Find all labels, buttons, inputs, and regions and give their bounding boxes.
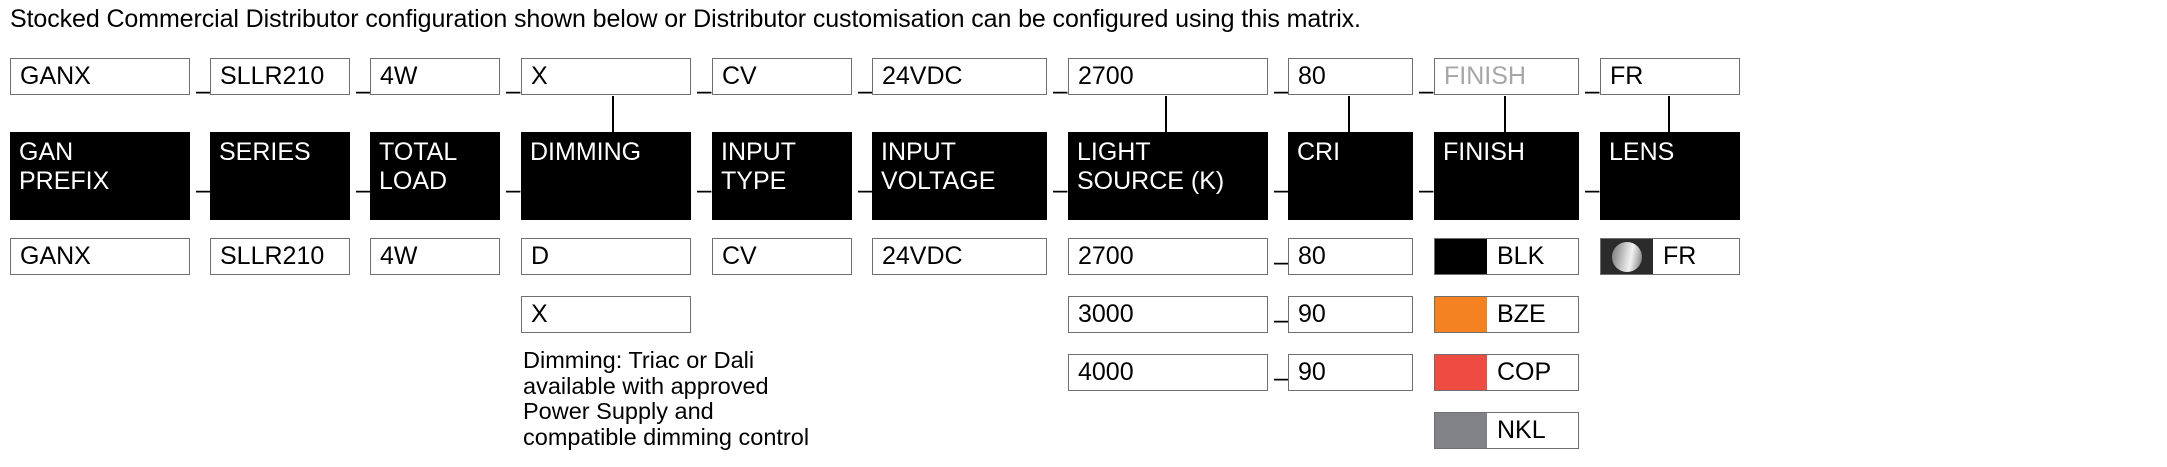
option-lens-fr[interactable]: FR (1600, 238, 1740, 275)
code-dash-3: – (697, 75, 712, 105)
code-field-series[interactable]: SLLR210 (210, 58, 350, 95)
connector-stem-light-source (1165, 96, 1168, 132)
code-field-total-load[interactable]: 4W (370, 58, 500, 95)
frosted-sphere-icon (1601, 239, 1653, 274)
header-gan-prefix: GAN PREFIX (10, 132, 190, 220)
code-dash-8: – (1585, 75, 1600, 105)
header-light-source: LIGHT SOURCE (K) (1068, 132, 1268, 220)
option-total-load-4w[interactable]: 4W (370, 238, 500, 275)
finish-swatch-bze-icon (1435, 297, 1487, 332)
header-dash-7: – (1419, 174, 1434, 204)
option-cri-90-a[interactable]: 90 (1288, 296, 1413, 333)
option-finish-nkl-label: NKL (1497, 416, 1546, 444)
option-finish-nkl[interactable]: NKL (1434, 412, 1579, 449)
code-field-dimming[interactable]: X (521, 58, 691, 95)
header-input-voltage: INPUT VOLTAGE (872, 132, 1047, 220)
header-lens: LENS (1600, 132, 1740, 220)
header-finish: FINISH (1434, 132, 1579, 220)
code-dash-1: – (356, 75, 371, 105)
header-dash-3: – (697, 174, 712, 204)
code-field-finish[interactable]: FINISH (1434, 58, 1579, 95)
connector-stem-lens (1668, 96, 1671, 132)
header-dash-2: – (506, 174, 521, 204)
code-dash-7: – (1419, 75, 1434, 105)
header-dash-6: – (1274, 174, 1289, 204)
option-dash-0: – (1274, 246, 1289, 276)
option-finish-blk[interactable]: BLK (1434, 238, 1579, 275)
code-dash-6: – (1274, 75, 1289, 105)
code-field-input-type[interactable]: CV (712, 58, 852, 95)
option-cri-90-b[interactable]: 90 (1288, 354, 1413, 391)
header-dash-4: – (858, 174, 873, 204)
code-dash-2: – (506, 75, 521, 105)
header-input-type: INPUT TYPE (712, 132, 852, 220)
code-field-cri[interactable]: 80 (1288, 58, 1413, 95)
option-input-type-cv[interactable]: CV (712, 238, 852, 275)
option-cri-80[interactable]: 80 (1288, 238, 1413, 275)
code-field-input-voltage[interactable]: 24VDC (872, 58, 1047, 95)
header-dimming: DIMMING (521, 132, 691, 220)
header-dash-5: – (1053, 174, 1068, 204)
code-field-light-source[interactable]: 2700 (1068, 58, 1268, 95)
connector-stem-dimming (612, 96, 615, 132)
option-gan-prefix-ganx[interactable]: GANX (10, 238, 190, 275)
code-field-gan-prefix[interactable]: GANX (10, 58, 190, 95)
finish-swatch-nkl-icon (1435, 413, 1487, 448)
header-series: SERIES (210, 132, 350, 220)
code-dash-4: – (858, 75, 873, 105)
option-dash-2: – (1274, 362, 1289, 392)
option-input-voltage-24vdc[interactable]: 24VDC (872, 238, 1047, 275)
option-finish-blk-label: BLK (1497, 242, 1545, 270)
finish-swatch-cop-icon (1435, 355, 1487, 390)
dimming-note: Dimming: Triac or Dali available with ap… (523, 347, 810, 450)
finish-swatch-blk-icon (1435, 239, 1487, 274)
header-dash-8: – (1585, 174, 1600, 204)
header-total-load: TOTAL LOAD (370, 132, 500, 220)
option-dash-1: – (1274, 304, 1289, 334)
code-dash-0: – (196, 75, 211, 105)
code-dash-5: – (1053, 75, 1068, 105)
option-finish-bze-label: BZE (1497, 300, 1546, 328)
connector-stem-finish (1504, 96, 1507, 132)
header-dash-0: – (196, 174, 211, 204)
option-dimming-x[interactable]: X (521, 296, 691, 333)
option-light-source-2700[interactable]: 2700 (1068, 238, 1268, 275)
intro-text: Stocked Commercial Distributor configura… (10, 5, 1361, 33)
option-light-source-3000[interactable]: 3000 (1068, 296, 1268, 333)
option-finish-cop-label: COP (1497, 358, 1552, 386)
option-series-sllr210[interactable]: SLLR210 (210, 238, 350, 275)
header-cri: CRI (1288, 132, 1413, 220)
option-dimming-d[interactable]: D (521, 238, 691, 275)
code-field-lens[interactable]: FR (1600, 58, 1740, 95)
option-finish-cop[interactable]: COP (1434, 354, 1579, 391)
option-lens-fr-label: FR (1663, 242, 1697, 270)
option-finish-bze[interactable]: BZE (1434, 296, 1579, 333)
header-dash-1: – (356, 174, 371, 204)
option-light-source-4000[interactable]: 4000 (1068, 354, 1268, 391)
connector-stem-cri (1348, 96, 1351, 132)
